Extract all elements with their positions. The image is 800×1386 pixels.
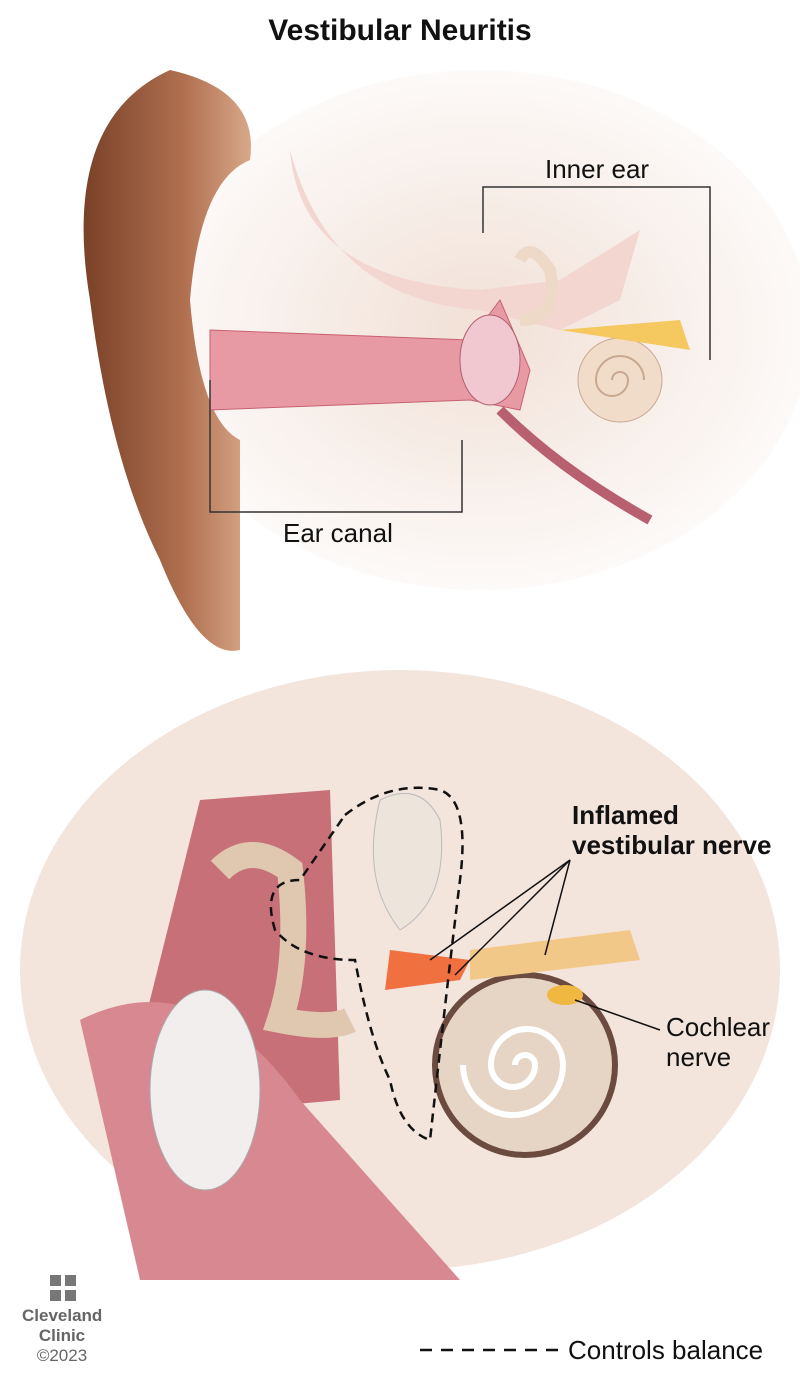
credit-org: Clinic [38, 1326, 86, 1345]
legend-controls-balance: Controls balance [568, 1335, 764, 1365]
label-line: Inflamed [572, 800, 679, 830]
eardrum-section [149, 989, 261, 1191]
outer-ear [83, 70, 251, 651]
cochlear-pointer [574, 999, 661, 1031]
label-line: vestibular nerve [572, 830, 772, 860]
inflamed-nerve-pointers [429, 859, 571, 976]
label-inflamed-vestibular-nerve: Inflamed vestibular nerve [572, 800, 771, 860]
label-cochlear-nerve: Cochlear nerve [666, 1012, 770, 1072]
cleveland-clinic-logo-icon [50, 1275, 76, 1301]
semicircular-canals-top [514, 246, 558, 326]
cochlea [432, 972, 618, 1158]
page-title: Vestibular Neuritis [268, 14, 532, 47]
vestibular-nerve-top [560, 320, 690, 350]
credit: Cleveland Clinic ©2023 [22, 1306, 102, 1366]
semicircular-canals [372, 792, 443, 931]
credit-org: Cleveland [22, 1306, 103, 1325]
eustachian-tube [496, 406, 653, 525]
label-line: nerve [666, 1042, 732, 1072]
label-ear-canal: Ear canal [283, 518, 393, 548]
vestibular-nerve [470, 930, 640, 980]
inner-ear-bracket [482, 186, 711, 360]
ear-canal-bracket [209, 380, 463, 513]
label-inner-ear: Inner ear [545, 154, 650, 184]
eardrum [459, 314, 521, 406]
cochlea-top [577, 337, 663, 423]
copyright: ©2023 [36, 1346, 88, 1365]
cochlear-nerve [547, 985, 583, 1005]
balance-region-outline [269, 786, 464, 1142]
label-line: Cochlear [666, 1012, 771, 1042]
